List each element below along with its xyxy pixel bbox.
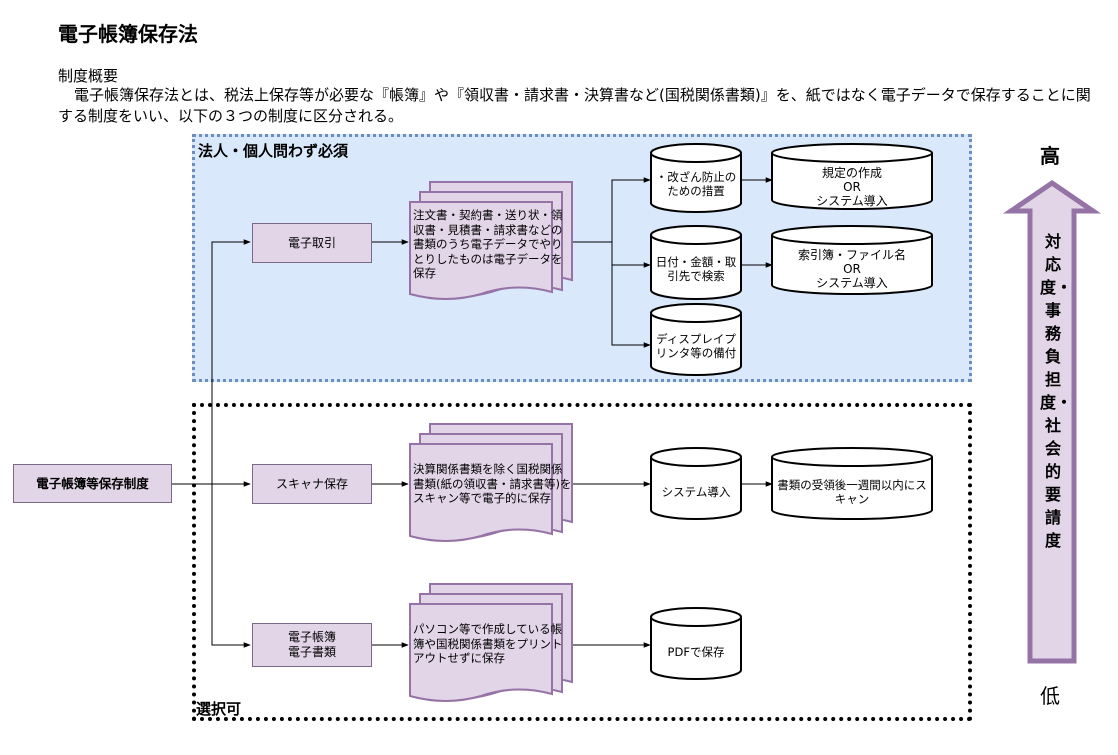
scale-arrow — [1002, 179, 1102, 664]
electronic-doc-text: 注文書・契約書・送り状・領収書・見積書・請求書などの書類のうち電子データでやりと… — [413, 208, 563, 280]
cylinder-result1 — [771, 143, 933, 210]
edge-doc-req3 — [611, 265, 651, 348]
cylinder-ledger — [650, 607, 742, 680]
doc-shape-electronic — [409, 181, 573, 300]
req2-text: 日付・金額・取 引先で検索 — [655, 254, 737, 284]
ledger-cyl-text: PDFで保存 — [667, 644, 725, 659]
cylinder-req1 — [650, 143, 742, 213]
cylinder-scanner-result — [771, 447, 933, 520]
overview-label: 制度概要 — [58, 67, 119, 85]
required-region-label: 法人・個人問わず必須 — [198, 142, 349, 160]
req3-text: ディスプレイプ リンタ等の備付 — [655, 331, 737, 361]
req1-text: ・改ざん防止の ための措置 — [655, 169, 737, 199]
scale-axis-label: 対応度・事務負担度・社会的要請度 — [1040, 232, 1073, 550]
optional-region-label: 選択可 — [196, 700, 242, 718]
ledger-doc-text: パソコン等で作成している帳簿や国税関係書類をプリントアウトせずに保存 — [413, 622, 563, 665]
electronic-transaction-box: 電子取引 — [252, 223, 372, 263]
intro-text: 電子帳簿保存法とは、税法上保存等が必要な『帳簿』や『領収書・請求書・決算書など(… — [58, 86, 1091, 125]
result1-text: 規定の作成 OR システム導入 — [816, 166, 888, 208]
edge-doc-req1 — [572, 177, 651, 243]
edge-doc-req2 — [611, 242, 651, 268]
cylinder-scanner — [650, 447, 742, 520]
scale-low-label: 低 — [1040, 684, 1060, 708]
result2-text: 索引簿・ファイル名 OR システム導入 — [797, 248, 906, 290]
doc-shape-ledger — [409, 583, 573, 702]
edge-root-ledger — [211, 484, 251, 648]
ledger-box: 電子帳簿 電子書類 — [252, 623, 372, 667]
optional-region — [192, 403, 972, 721]
cylinder-req2 — [650, 225, 742, 300]
scanner-box: スキャナ保存 — [252, 464, 372, 504]
scanner-result-text: 書類の受領後一週間以内にスキャン — [777, 477, 927, 507]
scale-high-label: 高 — [1040, 144, 1060, 168]
cylinder-req3 — [650, 303, 742, 376]
scanner-cyl-text: システム導入 — [661, 484, 731, 499]
edge-root-electronic — [211, 239, 251, 484]
doc-shape-scanner — [409, 423, 573, 542]
root-box: 電子帳簿等保存制度 — [13, 464, 172, 503]
page-title: 電子帳簿保存法 — [58, 22, 198, 46]
scanner-doc-text: 決算関係書類を除く国税関係書類(紙の領収書・請求書等)をスキャン等で電子的に保存 — [413, 462, 572, 505]
cylinder-result2 — [771, 225, 933, 295]
